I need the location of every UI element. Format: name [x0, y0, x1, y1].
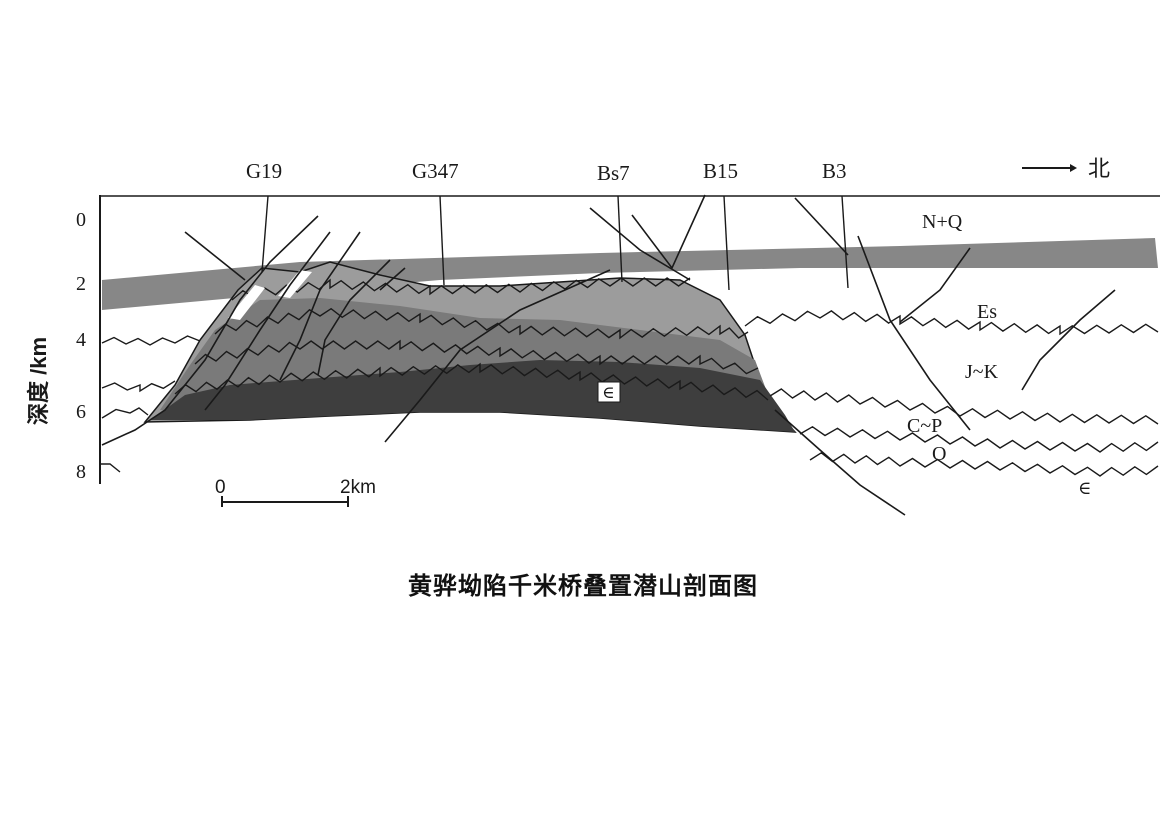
depth-tick: 2 — [76, 273, 86, 295]
depth-tick: 6 — [76, 401, 86, 423]
fault-line — [795, 198, 848, 255]
unconformity-line — [745, 311, 1158, 334]
well-line-b15 — [724, 196, 729, 290]
well-label-g19: G19 — [246, 159, 282, 183]
unconformity-line — [800, 427, 1158, 452]
unconformity-line — [102, 381, 175, 391]
north-arrow: 北 — [1022, 156, 1110, 181]
well-label-g347: G347 — [412, 159, 459, 183]
well-line-b3 — [842, 196, 848, 288]
fault-line — [775, 410, 905, 515]
depth-tick: 8 — [76, 461, 86, 483]
figure-caption: 黄骅坳陷千米桥叠置潜山剖面图 — [0, 566, 1166, 601]
stratum-label-cambrian-right: ∈ — [1078, 478, 1091, 498]
stratum-label-nq: N+Q — [922, 211, 963, 233]
well-label-b3: B3 — [822, 159, 847, 183]
scale-bar-end: 2km — [340, 477, 376, 498]
well-label-bs7: Bs7 — [597, 161, 630, 185]
well-line-g19 — [262, 196, 268, 272]
scale-bar-start: 0 — [215, 477, 226, 498]
stratum-label-o: O — [932, 443, 946, 465]
fault-line — [102, 420, 150, 445]
scale-bar: 0 2km — [215, 477, 376, 507]
depth-tick: 4 — [76, 329, 86, 351]
stratum-label-cp: C~P — [907, 415, 942, 437]
north-label: 北 — [1088, 156, 1110, 181]
unconformity-line — [102, 336, 200, 345]
depth-tick: 0 — [76, 209, 86, 231]
unconformity-line — [770, 389, 1158, 424]
stratum-label-jk: J~K — [965, 361, 999, 383]
stratum-label-es: Es — [977, 301, 997, 323]
depth-axis-label: 深度 /km — [26, 337, 51, 425]
well-label-b15: B15 — [703, 159, 738, 183]
fault-line — [1022, 290, 1115, 390]
north-arrow-head — [1070, 164, 1077, 172]
stratum-label-cambrian-core: ∈ — [602, 383, 615, 402]
unconformity-line — [102, 408, 148, 418]
